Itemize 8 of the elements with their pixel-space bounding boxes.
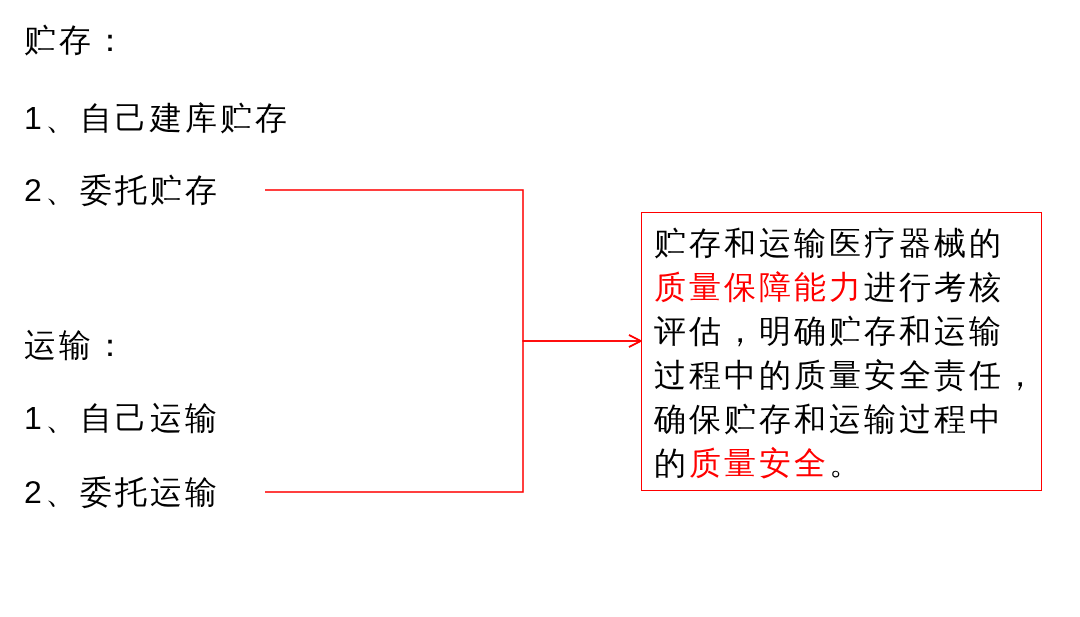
note-text: 贮存和运输医疗器械的质量保障能力进行考核评估，明确贮存和运输过程中的质量安全责任，确保贮存和运输过程中的质量安全。 [654, 224, 1039, 483]
list-item: 1、自己建库贮存 [24, 99, 290, 138]
section-heading: 贮存： [24, 21, 129, 60]
list-item: 2、委托贮存 [24, 170, 220, 210]
section-heading: 运输： [24, 326, 129, 365]
connector-arrow [264, 334, 642, 493]
list-item: 2、委托运输 [24, 472, 220, 512]
list-item: 1、自己运输 [24, 399, 220, 438]
